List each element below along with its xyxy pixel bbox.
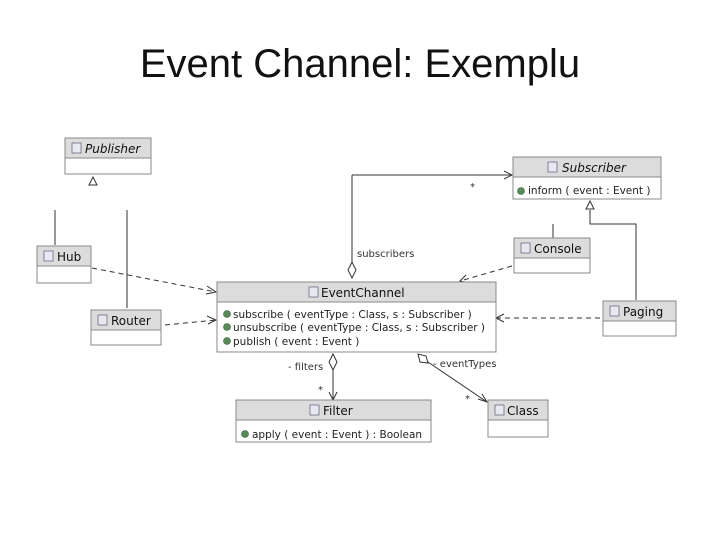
class-icon <box>308 286 319 298</box>
class-subscriber[interactable]: Subscriber inform ( event : Event ) <box>512 156 662 200</box>
class-icon <box>547 161 558 173</box>
operation-icon <box>223 310 231 318</box>
class-icon <box>520 242 531 254</box>
label-eventtypes: - eventTypes <box>433 359 496 370</box>
class-router[interactable]: Router <box>90 309 162 346</box>
subscriber-generalization-triangle <box>585 199 595 210</box>
paging-generalization-line <box>589 210 637 300</box>
connectors <box>54 170 637 403</box>
hub-eventchannel-dependency <box>91 267 217 293</box>
operation: subscribe ( eventType : Class, s : Subsc… <box>233 309 472 321</box>
label-star-subscriber: * <box>470 182 475 193</box>
console-eventchannel-dependency <box>459 265 513 282</box>
label-filters: - filters <box>288 362 323 373</box>
class-name: Console <box>534 242 582 256</box>
class-console[interactable]: Console <box>513 237 591 274</box>
eventtypes-arrowhead <box>477 393 489 403</box>
operation: publish ( event : Event ) <box>233 336 359 348</box>
class-name: Router <box>111 314 151 328</box>
page-title: Event Channel: Exemplu <box>139 42 581 86</box>
dep-arrowhead <box>205 285 218 295</box>
class-publisher[interactable]: Publisher <box>64 137 152 175</box>
subscribers-diamond <box>347 260 357 280</box>
dep-arrowhead <box>206 315 218 325</box>
class-icon <box>494 404 505 416</box>
operation-icon <box>241 430 249 438</box>
class-filter[interactable]: Filter apply ( event : Event ) : Boolean <box>235 399 432 443</box>
operation: apply ( event : Event ) : Boolean <box>252 429 422 441</box>
eventtypes-diamond <box>417 353 429 364</box>
class-name: Filter <box>323 404 353 418</box>
class-icon <box>97 314 108 326</box>
assoc-arrowhead <box>503 170 514 180</box>
operation-icon <box>223 323 231 331</box>
class-icon <box>43 250 54 262</box>
class-name: Publisher <box>85 142 141 156</box>
operation-icon <box>223 337 231 345</box>
class-icon <box>71 142 82 154</box>
class-eventchannel[interactable]: EventChannel subscribe ( eventType : Cla… <box>216 281 497 353</box>
publisher-generalization-triangle <box>88 175 98 186</box>
class-name: Hub <box>57 250 81 264</box>
class-icon <box>309 404 320 416</box>
class-class[interactable]: Class <box>487 399 549 438</box>
label-star-class: * <box>465 394 470 405</box>
class-name: Class <box>507 404 539 418</box>
filters-diamond <box>328 352 338 372</box>
class-name: Paging <box>623 305 663 319</box>
class-hub[interactable]: Hub <box>36 245 92 284</box>
eventtypes-aggregation <box>424 359 488 403</box>
class-icon <box>609 305 620 317</box>
label-star-filter: * <box>318 385 323 396</box>
label-subscribers: subscribers <box>357 249 414 260</box>
class-paging[interactable]: Paging <box>602 300 677 337</box>
operation-icon <box>517 187 525 195</box>
operation: unsubscribe ( eventType : Class, s : Sub… <box>233 322 485 334</box>
class-name: Subscriber <box>562 161 627 175</box>
operation: inform ( event : Event ) <box>528 185 650 197</box>
class-name: EventChannel <box>321 286 405 300</box>
